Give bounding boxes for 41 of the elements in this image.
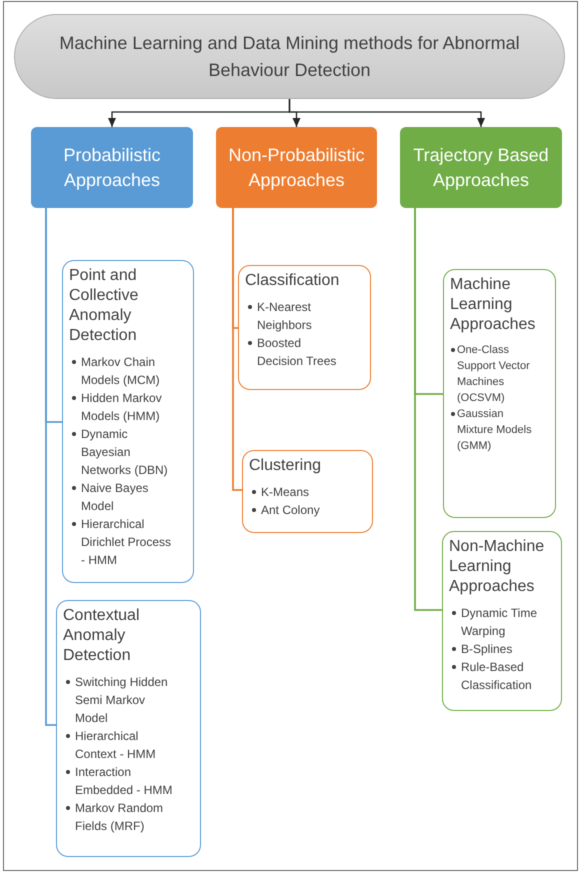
bullet-text: K-Nearest Neighbors (257, 299, 313, 334)
bullet-text: Markov Random Fields (MRF) (75, 800, 164, 835)
category-box (31, 127, 193, 208)
method-box (62, 260, 194, 583)
bullet-text: Dynamic Bayesian Networks (DBN) (81, 426, 169, 479)
group-heading: Contextual Anomaly Detection (63, 606, 140, 666)
category-label: Trajectory Based Approaches (412, 144, 550, 192)
bullet-text: Markov Chain Models (MCM) (81, 354, 161, 389)
bullet-text: Hierarchical Dirichlet Process - HMM (81, 516, 172, 569)
connector-line (414, 208, 442, 611)
bullet-text: Switching Hidden Semi Markov Model (75, 674, 169, 727)
method-box (238, 265, 371, 390)
category-box (400, 127, 562, 208)
group-heading: Machine Learning Approaches (450, 275, 536, 335)
bullet-text: Interaction Embedded - HMM (75, 764, 174, 799)
category-label: Probabilistic Approaches (62, 144, 162, 192)
category-box (216, 127, 377, 208)
bullet-text: Ant Colony (261, 502, 321, 519)
method-box (56, 600, 201, 857)
bullet-text: One-Class Support Vector Machines (OCSVM) (457, 343, 531, 406)
method-box (242, 450, 373, 533)
group-heading: Clustering (249, 456, 322, 476)
connector-line (45, 208, 56, 726)
bullet-text: Gaussian Mixture Models (GMM) (457, 407, 533, 454)
title-text: Machine Learning and Data Mining methods for Abnormal Behaviour Detection (58, 32, 521, 82)
bullet-text: Dynamic Time Warping (461, 605, 538, 640)
category-label: Non-Probabilistic Approaches (227, 144, 366, 192)
arrow (288, 99, 485, 127)
method-box (443, 269, 556, 518)
method-box (442, 531, 562, 711)
bullet-text: K-Means (261, 484, 310, 501)
group-heading: Classification (245, 271, 340, 291)
connector-line (232, 208, 242, 491)
group-heading: Point and Collective Anomaly Detection (69, 266, 140, 346)
bullet-text: Hidden Markov Models (HMM) (81, 390, 163, 425)
bullet-text: Boosted Decision Trees (257, 335, 338, 370)
bullet-text: Hierarchical Context - HMM (75, 728, 157, 763)
bullet-text: B-Splines (461, 641, 514, 658)
group-heading: Non-Machine Learning Approaches (449, 537, 546, 597)
bullet-text: Rule-Based Classification (461, 659, 533, 694)
bullet-text: Naive Bayes Model (81, 480, 150, 515)
